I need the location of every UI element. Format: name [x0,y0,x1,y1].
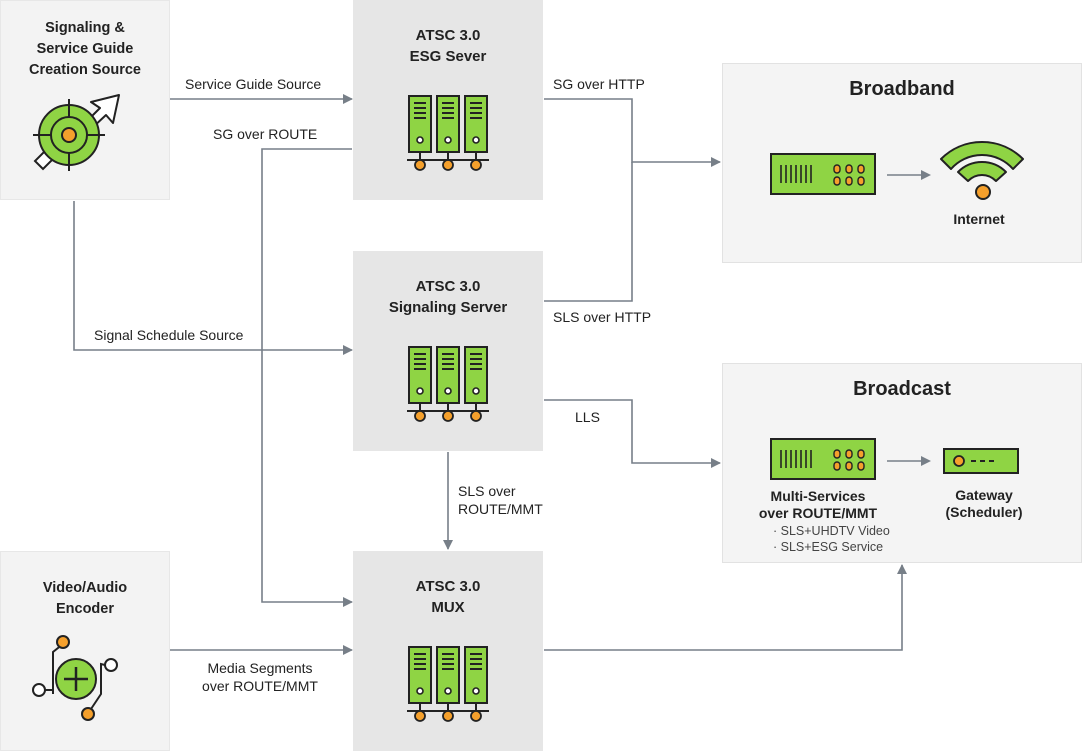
signaling-server-title: ATSC 3.0 Signaling Server [388,278,508,316]
edge-label-lls: LLS [575,409,600,425]
sg-source-node: Signaling & Service Guide Creation Sourc… [0,0,170,200]
broadcast-title: Broadcast [853,378,951,400]
encoder-icon [32,635,118,721]
mux-node: ATSC 3.0 MUX [353,551,543,751]
edge-label-service-guide-source: Service Guide Source [185,76,322,92]
target-arrow-icon [33,94,120,171]
broadcast-panel: Broadcast Multi-Services over ROUTE/MMT … [722,363,1082,563]
gateway-device-icon [943,448,1019,474]
edge-mux-to-broadcast [544,564,907,651]
esg-server-title: ATSC 3.0 ESG Sever [409,27,487,65]
multi-services-bullets: · SLS+UHDTV Video · SLS+ESG Service [773,524,890,554]
edge-label-sls-over-route-mmt: SLS over ROUTE/MMT [458,483,543,517]
edge-sg-over-route [261,148,353,607]
edge-sg-over-http [544,98,721,167]
mux-title: ATSC 3.0 MUX [415,578,481,616]
edge-sls-over-http [544,162,633,302]
edge-label-signal-schedule-source: Signal Schedule Source [94,327,244,343]
server-rack-icon [407,646,489,722]
network-device-icon [770,438,876,480]
signaling-server-node: ATSC 3.0 Signaling Server [353,251,543,451]
edge-label-media-segments: Media Segments over ROUTE/MMT [202,660,318,694]
edge-signal-schedule-source [73,201,353,355]
wifi-icon [940,141,1024,200]
esg-server-node: ATSC 3.0 ESG Sever [353,0,543,200]
edge-label-sg-over-http: SG over HTTP [553,76,645,92]
multi-services-label: Multi-Services over ROUTE/MMT [758,488,878,521]
sg-source-title: Signaling & Service Guide Creation Sourc… [29,20,141,78]
broadband-title: Broadband [849,78,955,100]
server-rack-icon [407,95,489,171]
arrow-right-icon [887,456,931,466]
edge-label-sls-over-http: SLS over HTTP [553,309,652,325]
broadband-panel: Broadband Internet [722,63,1082,263]
edge-lls [544,399,721,468]
network-device-icon [770,153,876,195]
encoder-node: Video/Audio Encoder [0,551,170,751]
internet-label: Internet [953,211,1005,227]
arrow-right-icon [887,170,931,180]
server-rack-icon [407,346,489,422]
edge-label-sg-over-route: SG over ROUTE [213,126,318,142]
gateway-label: Gateway (Scheduler) [945,487,1023,520]
encoder-title: Video/Audio Encoder [42,580,128,617]
